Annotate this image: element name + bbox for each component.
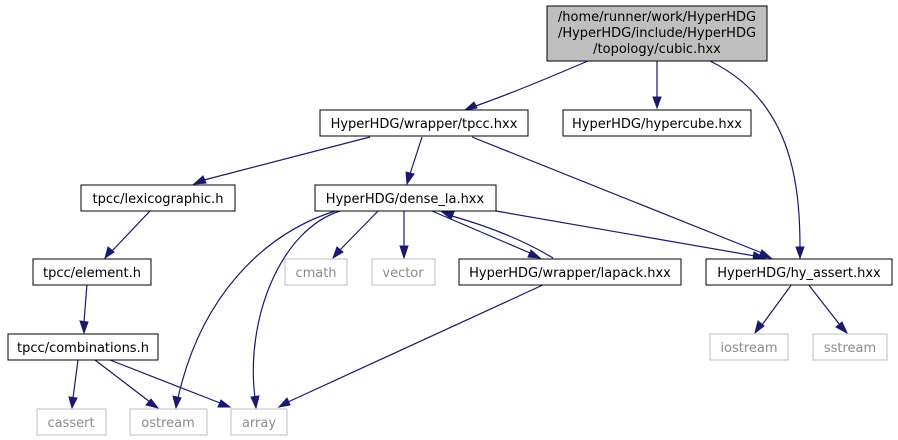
- edge-dense-la-to-lapack: [431, 210, 542, 259]
- node-cassert[interactable]: cassert: [36, 408, 107, 436]
- node-wrapper-lapack-hxx[interactable]: HyperHDG/wrapper/lapack.hxx: [458, 258, 682, 286]
- edge-element-to-combinations: [79, 283, 89, 335]
- node-label: cmath: [295, 266, 336, 281]
- node-label: tpcc/combinations.h: [17, 341, 149, 356]
- edge-dense-la-to-array: [250, 210, 341, 410]
- edge-dense-la-to-hy-assert: [495, 210, 767, 261]
- edge-tpcc-wrapper-to-lexicographic: [192, 136, 371, 185]
- node-label: HyperHDG/wrapper/lapack.hxx: [469, 266, 671, 281]
- node-wrapper-tpcc-hxx[interactable]: HyperHDG/wrapper/tpcc.hxx: [319, 109, 529, 137]
- edge-combinations-to-ostream: [94, 359, 160, 409]
- node-dense-la-hxx[interactable]: HyperHDG/dense_la.hxx: [314, 184, 497, 212]
- node-label: tpcc/element.h: [43, 266, 141, 281]
- node-label: HyperHDG/wrapper/tpcc.hxx: [331, 117, 518, 132]
- edge-lapack-to-dense-la: [440, 211, 554, 259]
- edge-root-to-hy-assert: [709, 60, 805, 260]
- node-combinations-h[interactable]: tpcc/combinations.h: [7, 333, 159, 361]
- node-hy-assert-hxx[interactable]: HyperHDG/hy_assert.hxx: [705, 258, 893, 286]
- node-iostream[interactable]: iostream: [709, 333, 789, 361]
- node-cubic-hxx-line-2: /HyperHDG/include/HyperHDG: [558, 26, 756, 41]
- node-vector[interactable]: vector: [371, 258, 436, 286]
- node-label: array: [242, 416, 276, 431]
- node-cubic-hxx[interactable]: /home/runner/work/HyperHDG /HyperHDG/inc…: [546, 5, 768, 62]
- edge-root-to-tpcc-wrapper: [463, 60, 589, 111]
- node-cubic-hxx-line-3: /topology/cubic.hxx: [593, 42, 721, 57]
- node-label: HyperHDG/dense_la.hxx: [326, 192, 485, 207]
- node-label: ostream: [141, 416, 195, 431]
- edge-tpcc-wrapper-to-dense-la: [405, 136, 423, 186]
- node-label: sstream: [824, 341, 876, 356]
- edge-dense-la-to-ostream: [172, 210, 336, 410]
- edge-lexicographic-to-element: [104, 210, 151, 260]
- node-label: HyperHDG/hypercube.hxx: [572, 117, 742, 132]
- edge-combinations-to-array: [109, 359, 232, 408]
- edge-root-to-hypercube: [652, 61, 662, 110]
- edge-dense-la-to-vector: [399, 211, 409, 260]
- node-label: iostream: [720, 341, 777, 356]
- node-label: HyperHDG/hy_assert.hxx: [717, 266, 881, 281]
- edge-dense-la-to-cmath: [332, 210, 379, 260]
- node-label: cassert: [47, 416, 94, 431]
- edge-lapack-to-array: [277, 283, 546, 408]
- edge-hy-assert-to-sstream: [807, 283, 849, 335]
- node-sstream[interactable]: sstream: [812, 333, 888, 361]
- node-hypercube-hxx[interactable]: HyperHDG/hypercube.hxx: [562, 109, 752, 137]
- edge-combinations-to-cassert: [68, 359, 79, 410]
- edge-hy-assert-to-iostream: [754, 283, 793, 335]
- node-element-h[interactable]: tpcc/element.h: [32, 258, 152, 286]
- node-array[interactable]: array: [230, 408, 288, 436]
- node-lexicographic-h[interactable]: tpcc/lexicographic.h: [80, 184, 236, 212]
- node-ostream[interactable]: ostream: [129, 408, 208, 436]
- node-cmath[interactable]: cmath: [284, 258, 348, 286]
- node-cubic-hxx-line-1: /home/runner/work/HyperHDG: [558, 10, 756, 25]
- node-label: vector: [382, 266, 424, 281]
- node-label: tpcc/lexicographic.h: [93, 192, 224, 207]
